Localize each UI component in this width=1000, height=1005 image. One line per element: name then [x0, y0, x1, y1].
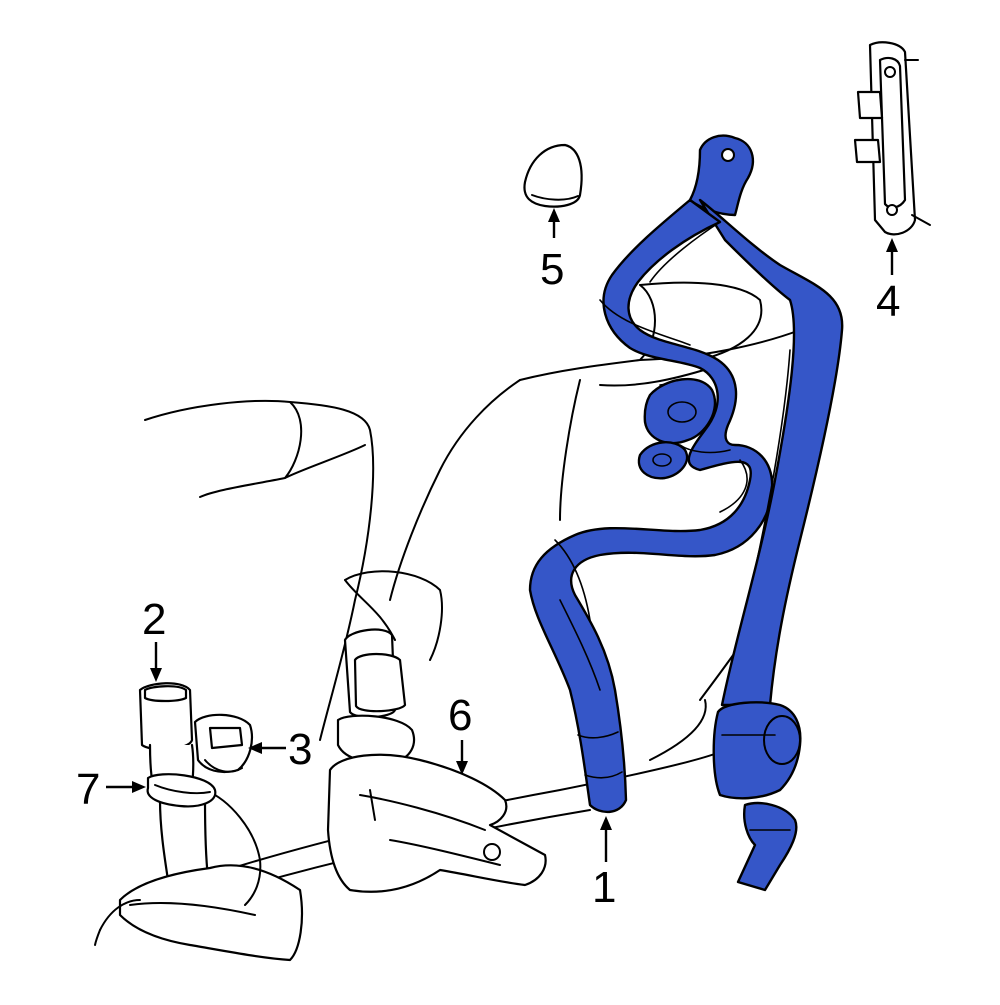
callout-leaders — [106, 208, 898, 862]
belt-retractor — [712, 701, 802, 800]
anchor-cover-cap — [523, 143, 583, 208]
cable-tie — [146, 773, 217, 808]
center-buckle-assembly — [326, 628, 547, 893]
belt-top-anchor — [688, 134, 754, 217]
belt-retractor-bracket — [736, 801, 798, 892]
callout-3: 3 — [288, 725, 312, 774]
callout-6: 6 — [448, 691, 472, 740]
callout-7: 7 — [76, 765, 100, 814]
belt-tongue-loop — [637, 441, 689, 480]
belt-guide-loop — [643, 377, 717, 445]
callout-numbers: 1 2 3 4 5 6 7 — [76, 245, 900, 912]
seat-belt-assembly — [528, 134, 844, 892]
callout-2: 2 — [142, 595, 166, 644]
buckle-switch — [193, 713, 254, 774]
callout-5: 5 — [540, 245, 564, 294]
belt-shoulder-webbing — [698, 198, 844, 707]
callout-1: 1 — [592, 863, 616, 912]
height-adjuster — [853, 41, 931, 236]
callout-4: 4 — [876, 277, 900, 326]
